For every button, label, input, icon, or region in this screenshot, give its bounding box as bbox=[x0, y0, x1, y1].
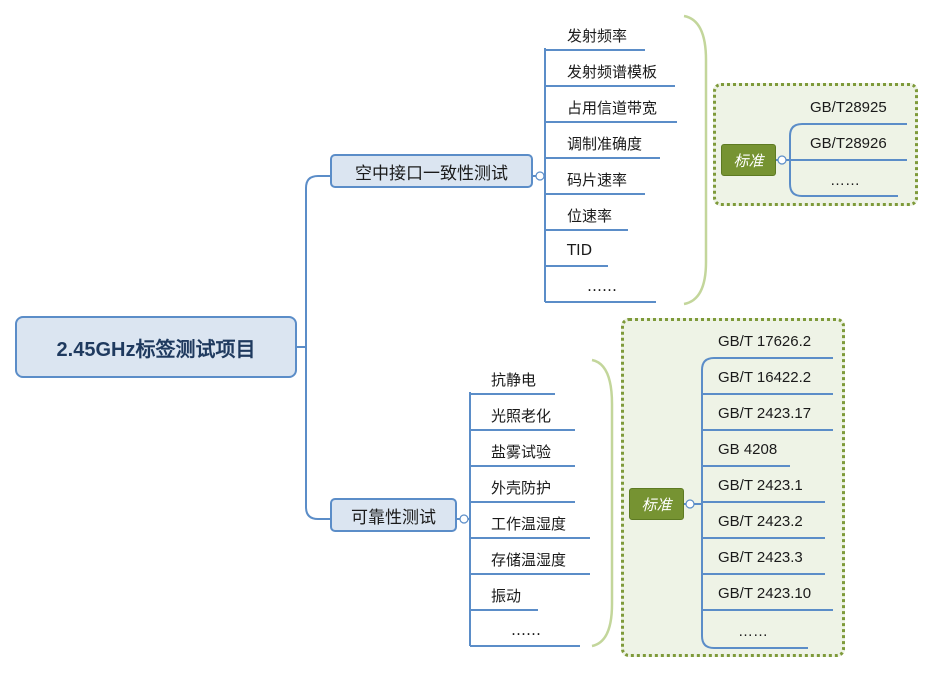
standard-item[interactable]: GB/T 16422.2 bbox=[718, 369, 812, 386]
topic-item[interactable]: 发射频率 bbox=[567, 27, 628, 45]
root-topic[interactable]: 2.45GHz标签测试项目 bbox=[15, 316, 297, 378]
standard-item[interactable]: GB/T 17626.2 bbox=[718, 333, 812, 350]
topic-item[interactable]: 抗静电 bbox=[491, 371, 537, 389]
topic-item[interactable]: 位速率 bbox=[567, 207, 613, 225]
topic-item[interactable]: 工作温湿度 bbox=[491, 515, 567, 533]
topic-item[interactable]: 外壳防护 bbox=[491, 479, 552, 497]
standard-item[interactable]: GB/T 2423.1 bbox=[718, 477, 803, 494]
topic-item-more[interactable]: …… bbox=[587, 277, 617, 295]
topic-item[interactable]: 码片速率 bbox=[567, 171, 628, 189]
standard-frame-reliability bbox=[621, 318, 845, 657]
standard-item-more[interactable]: …… bbox=[738, 623, 768, 640]
topic-item[interactable]: 占用信道带宽 bbox=[567, 99, 658, 117]
standard-item[interactable]: GB/T 2423.2 bbox=[718, 513, 803, 530]
topic-item[interactable]: 光照老化 bbox=[491, 407, 552, 425]
standard-item[interactable]: GB 4208 bbox=[718, 441, 778, 458]
topic-item[interactable]: 调制准确度 bbox=[567, 135, 643, 153]
standard-item[interactable]: GB/T 2423.17 bbox=[718, 405, 812, 422]
topic-item[interactable]: 振动 bbox=[491, 587, 522, 605]
standard-tag[interactable]: 标准 bbox=[629, 488, 684, 520]
standard-item[interactable]: GB/T 2423.10 bbox=[718, 585, 812, 602]
branch-air-interface[interactable]: 空中接口一致性测试 bbox=[330, 154, 533, 188]
branch-reliability[interactable]: 可靠性测试 bbox=[330, 498, 457, 532]
standard-item[interactable]: GB/T28925 bbox=[810, 99, 887, 116]
topic-item-more[interactable]: …… bbox=[511, 621, 541, 639]
topic-item[interactable]: 盐雾试验 bbox=[491, 443, 552, 461]
topic-item[interactable]: 存储温湿度 bbox=[491, 551, 567, 569]
topic-item[interactable]: 发射频谱模板 bbox=[567, 63, 658, 81]
standard-item-more[interactable]: …… bbox=[830, 172, 860, 189]
topic-item[interactable]: TID bbox=[567, 241, 593, 259]
standard-item[interactable]: GB/T 2423.3 bbox=[718, 549, 803, 566]
standard-item[interactable]: GB/T28926 bbox=[810, 135, 887, 152]
standard-tag[interactable]: 标准 bbox=[721, 144, 776, 176]
